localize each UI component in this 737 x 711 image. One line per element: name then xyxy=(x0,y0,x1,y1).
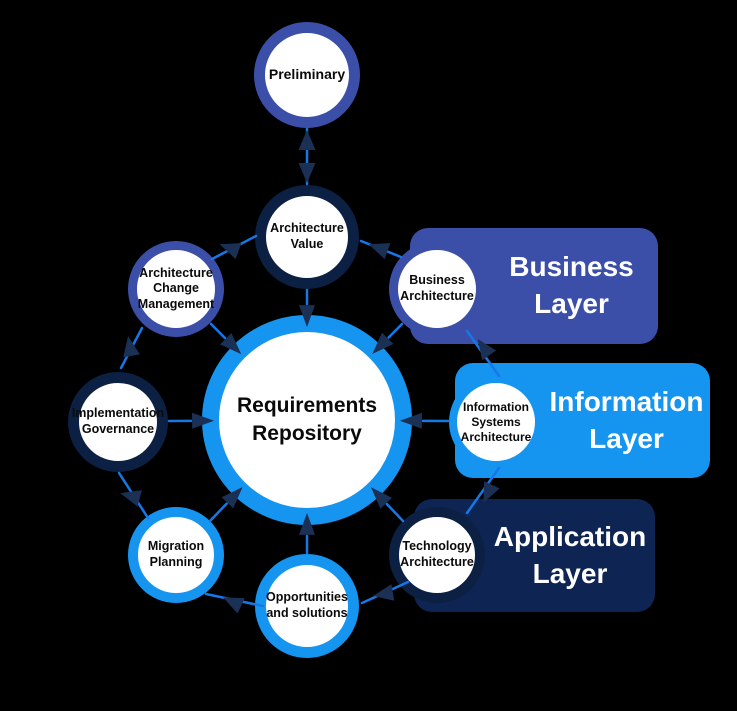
node-migration-planning: Migration Planning xyxy=(128,507,224,603)
node-architecture-change-management: Architecture Change Management xyxy=(128,241,224,337)
node-label: Implementation Governance xyxy=(71,406,165,436)
connector-line xyxy=(359,239,403,259)
node-label: Opportunities and solutions xyxy=(266,590,348,620)
connector-line xyxy=(210,234,258,261)
arrowhead-icon xyxy=(123,336,140,358)
node-label: Technology Architecture xyxy=(400,539,474,569)
arrowhead-icon xyxy=(223,597,245,614)
arrowhead-icon xyxy=(120,490,142,507)
node-label: Business Architecture xyxy=(400,273,474,303)
node-label: Architecture Change Management xyxy=(137,265,215,311)
node-requirements-repository: Requirements Repository xyxy=(202,315,412,525)
node-information-systems-architecture: Information Systems Architecture xyxy=(449,375,543,469)
node-label: Architecture Value xyxy=(270,221,344,251)
node-technology-architecture: Technology Architecture xyxy=(389,507,485,603)
node-preliminary: Preliminary xyxy=(254,22,360,128)
connector-line xyxy=(209,322,227,340)
node-label: Migration Planning xyxy=(147,539,205,569)
node-opportunities-and-solutions: Opportunities and solutions xyxy=(255,554,359,658)
node-label: Preliminary xyxy=(268,66,346,83)
arrowhead-icon xyxy=(219,243,242,260)
node-implementation-governance: Implementation Governance xyxy=(68,372,168,472)
arrowhead-icon xyxy=(368,243,391,260)
arrowhead-icon xyxy=(298,163,316,183)
arrowhead-icon xyxy=(298,130,316,150)
layer-label: Application Layer xyxy=(493,520,647,589)
node-label: Requirements Repository xyxy=(236,393,378,445)
connector-line xyxy=(208,502,228,523)
layer-label: Business Layer xyxy=(509,251,634,319)
node-business-architecture: Business Architecture xyxy=(389,241,485,337)
connector-line xyxy=(385,502,405,523)
node-architecture-value: Architecture Value xyxy=(255,185,359,289)
connector-line xyxy=(387,322,404,339)
node-label: Information Systems Architecture xyxy=(460,399,532,444)
arrowhead-icon xyxy=(373,584,395,601)
layer-label: Information Layer xyxy=(549,385,704,454)
connector-line xyxy=(117,471,150,520)
connector-line xyxy=(119,326,144,370)
